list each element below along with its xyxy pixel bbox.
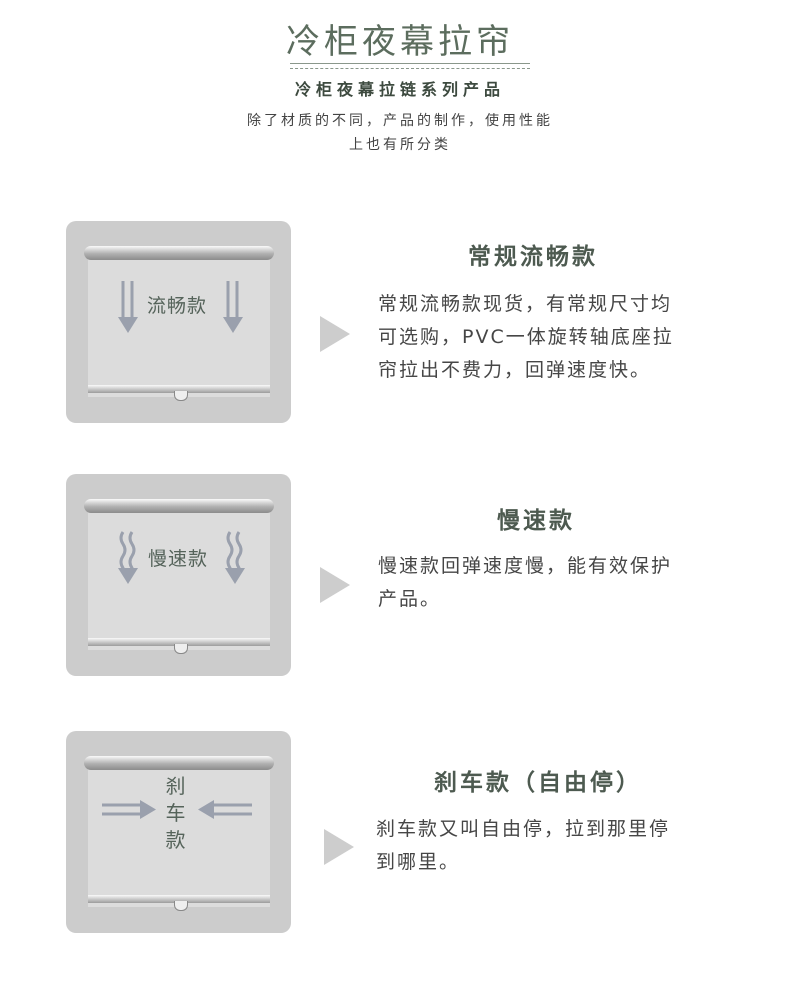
page-title: 冷柜夜幕拉帘 <box>286 22 514 62</box>
roller-bar <box>84 246 274 260</box>
product-description: 慢速款回弹速度慢，能有效保护 产品。 <box>378 550 738 616</box>
page-subtitle: 冷柜夜幕拉链系列产品 <box>294 80 505 99</box>
roller-bar <box>84 756 274 770</box>
play-arrow-icon <box>320 567 350 603</box>
thumbnail-label: 慢速款 <box>148 548 209 570</box>
product-title: 刹车款（自由停） <box>434 770 642 796</box>
product-row-smooth: 流畅款 常规流畅款 常规流畅款现货，有常规尺寸均 可选购，PVC一体旋转轴底座拉… <box>0 221 800 423</box>
wavy-down-arrows-icon <box>225 531 245 584</box>
description-line: 常规流畅款现货，有常规尺寸均 <box>378 293 673 315</box>
product-row-slow: 慢速款 慢速款 慢速款回弹速度慢，能有效保护 产品。 <box>0 474 800 676</box>
description-line: 产品。 <box>378 588 442 610</box>
bottom-rail <box>88 895 270 903</box>
page-description: 除了材质的不同，产品的制作，使用性能 上也有所分类 <box>0 109 800 157</box>
left-arrows-icon <box>198 800 252 819</box>
down-arrows-icon <box>118 281 138 333</box>
bottom-rail <box>88 638 270 646</box>
pull-handle <box>174 644 188 654</box>
product-row-brake: 刹 车 款 刹车款（自由停） 刹车款又叫自由停，拉到那里停 到哪里。 <box>0 731 800 933</box>
product-description: 刹车款又叫自由停，拉到那里停 到哪里。 <box>376 813 736 879</box>
title-divider <box>290 63 530 64</box>
description-line: 可选购，PVC一体旋转轴底座拉 <box>378 326 674 348</box>
description-line: 到哪里。 <box>376 851 461 873</box>
description-line: 慢速款回弹速度慢，能有效保护 <box>378 555 673 577</box>
right-arrows-icon <box>102 800 156 819</box>
thumbnail-label-char: 款 <box>165 828 187 852</box>
thumbnail-label-char: 刹 <box>165 774 187 798</box>
down-arrows-icon <box>223 281 243 333</box>
description-line-2: 上也有所分类 <box>349 137 451 153</box>
roller-bar <box>84 499 274 513</box>
pull-handle <box>174 901 188 911</box>
thumbnail-label-char: 车 <box>165 801 187 825</box>
product-title: 常规流畅款 <box>468 244 598 270</box>
play-arrow-icon <box>324 829 354 865</box>
thumbnail-label: 刹 车 款 <box>164 773 188 854</box>
description-line: 帘拉出不费力，回弹速度快。 <box>378 359 652 381</box>
play-arrow-icon <box>320 316 350 352</box>
product-title: 慢速款 <box>497 508 575 534</box>
bottom-rail <box>88 385 270 393</box>
curtain-panel <box>88 257 270 397</box>
curtain-panel <box>88 767 270 907</box>
thumbnail-label: 流畅款 <box>147 295 208 317</box>
description-line: 刹车款又叫自由停，拉到那里停 <box>376 818 671 840</box>
pull-handle <box>174 391 188 401</box>
description-line-1: 除了材质的不同，产品的制作，使用性能 <box>247 113 553 129</box>
title-divider-dashed <box>290 68 530 69</box>
page-header: 冷柜夜幕拉帘 冷柜夜幕拉链系列产品 除了材质的不同，产品的制作，使用性能 上也有… <box>0 0 800 170</box>
wavy-down-arrows-icon <box>118 531 138 584</box>
product-description: 常规流畅款现货，有常规尺寸均 可选购，PVC一体旋转轴底座拉 帘拉出不费力，回弹… <box>378 288 738 387</box>
